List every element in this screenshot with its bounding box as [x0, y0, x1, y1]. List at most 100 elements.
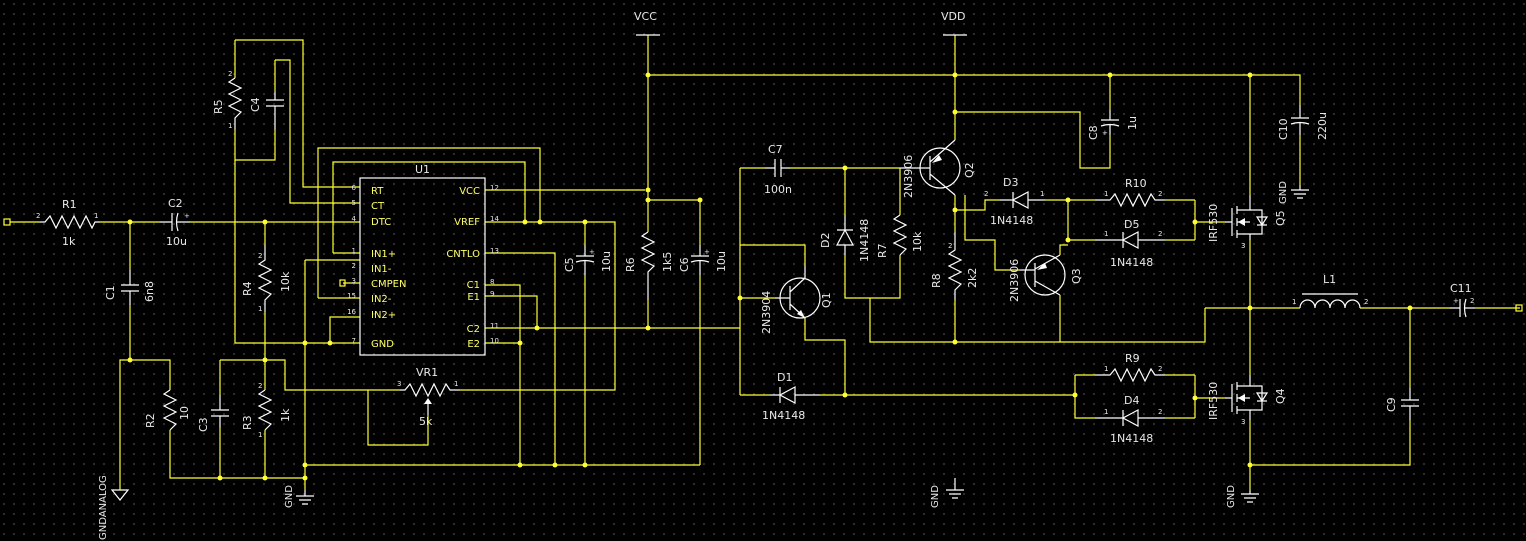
c4-ref: C4 [249, 97, 262, 112]
r4-ref: R4 [241, 281, 254, 296]
u1-pin-name: IN2- [371, 294, 392, 305]
pin-number: 1 [258, 431, 262, 439]
u1-pin-num: 12 [490, 184, 499, 192]
capacitor-c9[interactable]: C9 [1385, 388, 1419, 420]
resistor-r4[interactable]: R4 10k 2 1 [241, 245, 292, 313]
r7-value: 10k [911, 231, 924, 252]
c2-value: 10u [166, 235, 187, 248]
c9-ref: C9 [1385, 397, 1398, 412]
mosfet-q5[interactable]: IRF530 Q5 3 [1207, 195, 1287, 250]
u1-chip[interactable]: U1 RT 6 CT 5 DTC 4 IN1+ 1 IN1- 2 CMPEN 3… [347, 163, 499, 356]
q4-value: IRF530 [1207, 382, 1220, 420]
r2-ref: R2 [144, 413, 157, 428]
c10-ref: C10 [1277, 118, 1290, 140]
resistor-r5[interactable]: R5 2 1 [212, 70, 243, 130]
diode-d4[interactable]: D4 1N4148 1 2 [1095, 394, 1165, 445]
r1-ref: R1 [62, 198, 77, 211]
capacitor-c10[interactable]: C10 220u [1277, 105, 1329, 140]
u1-pin-num: 10 [490, 337, 499, 345]
c8-ref: C8 [1087, 125, 1100, 140]
u1-pin-num: 1 [352, 247, 356, 255]
transistor-q3[interactable]: Q3 2N3906 [1008, 254, 1083, 302]
resistor-r6[interactable]: R6 1k5 [624, 231, 674, 300]
capacitor-c5[interactable]: C5 10u + [563, 245, 613, 275]
mosfet-q4[interactable]: IRF530 Q4 3 [1207, 375, 1287, 426]
c5-ref: C5 [563, 257, 576, 272]
u1-pin-name: DTC [371, 217, 391, 228]
diode-d3[interactable]: D3 1N4148 2 1 [984, 176, 1045, 227]
u1-pin-name: E1 [467, 292, 480, 303]
capacitor-c2[interactable]: C2 10u + [160, 197, 190, 248]
resistor-r10[interactable]: R10 1 2 [1095, 177, 1165, 208]
pin-number: 2 [36, 212, 40, 220]
u1-pin-name: VREF [454, 217, 480, 228]
ground-symbol-2: GND [930, 478, 964, 508]
resistor-r9[interactable]: R9 1 2 [1095, 352, 1165, 383]
d5-ref: D5 [1124, 218, 1139, 231]
u1-pin-name: IN2+ [371, 310, 396, 321]
gnd-label-1: GND [284, 485, 295, 508]
pin-number: 2 [1158, 408, 1162, 416]
q5-value: IRF530 [1207, 204, 1220, 242]
capacitor-c3[interactable]: C3 [197, 395, 229, 432]
pin-number: 1 [1292, 298, 1296, 306]
pin-number: 2 [948, 242, 952, 250]
d4-ref: D4 [1124, 394, 1139, 407]
r6-value: 1k5 [661, 252, 674, 272]
capacitor-c11[interactable]: C11 + 2 [1450, 282, 1475, 318]
u1-pin-name: VCC [459, 186, 480, 197]
pin-number: 2 [1158, 365, 1162, 373]
capacitor-c6[interactable]: C6 10u + [678, 245, 728, 275]
inductor-l1[interactable]: L1 1 2 [1292, 273, 1368, 309]
resistor-r2[interactable]: R2 10 [144, 389, 191, 431]
q5-ref: Q5 [1274, 210, 1287, 226]
u1-pin-num: 9 [490, 290, 494, 298]
resistor-r1[interactable]: R1 1k 2 1 [36, 198, 100, 248]
pin-number: 3 [1241, 242, 1245, 250]
capacitor-c4[interactable]: C4 [249, 92, 284, 130]
pin-number: 2 [228, 70, 232, 78]
resistor-r7[interactable]: R7 10k [876, 214, 924, 258]
resistor-r3[interactable]: R3 1k 2 1 [241, 382, 292, 439]
capacitor-c8[interactable]: C8 1u + [1087, 110, 1139, 140]
resistor-r8[interactable]: R8 2k2 2 [930, 232, 979, 300]
capacitor-c7[interactable]: C7 100n [764, 143, 792, 196]
u1-pin-num: 7 [352, 337, 356, 345]
transistor-q2[interactable]: Q2 2N3906 [900, 139, 976, 198]
capacitor-c1[interactable]: C1 6n8 [104, 270, 156, 305]
pin-number: 1 [228, 122, 232, 130]
q3-value: 2N3906 [1008, 259, 1021, 302]
vcc-label: VCC [634, 10, 657, 23]
potentiometer-vr1[interactable]: VR1 5k 3 1 [397, 366, 460, 428]
c11-ref: C11 [1450, 282, 1472, 295]
pin-number: 1 [1104, 365, 1108, 373]
d2-value: 1N4148 [858, 219, 871, 262]
r4-value: 10k [279, 271, 292, 292]
pin-number: 2 [258, 252, 262, 260]
c7-ref: C7 [768, 143, 783, 156]
u1-pin-num: 8 [490, 278, 494, 286]
pin-number: 1 [1104, 190, 1108, 198]
u1-pin-name: IN1- [371, 264, 392, 275]
u1-pin-num: 6 [352, 184, 357, 192]
pin-number: 1 [1040, 190, 1044, 198]
r5-ref: R5 [212, 99, 225, 114]
q2-value: 2N3906 [902, 155, 915, 198]
u1-pin-name: C2 [467, 324, 480, 335]
pin-number: 2 [1158, 190, 1162, 198]
pin-number: 1 [1104, 230, 1108, 238]
u1-pin-num: 4 [352, 215, 357, 223]
gndanalog-label: GNDANALOG [98, 475, 109, 540]
transistor-q1[interactable]: Q1 2N3904 [760, 265, 833, 334]
diode-d5[interactable]: D5 1N4148 1 2 [1095, 218, 1165, 269]
vr1-ref: VR1 [416, 366, 438, 379]
pin-number: 2 [1364, 298, 1368, 306]
d3-ref: D3 [1003, 176, 1018, 189]
diode-d1[interactable]: D1 1N4148 [762, 371, 820, 422]
pin-number: 2 [984, 190, 988, 198]
c6-ref: C6 [678, 257, 691, 272]
r8-value: 2k2 [966, 268, 979, 288]
ground-symbol-1: GND [284, 485, 314, 508]
diode-d2[interactable]: D2 1N4148 [819, 215, 871, 262]
